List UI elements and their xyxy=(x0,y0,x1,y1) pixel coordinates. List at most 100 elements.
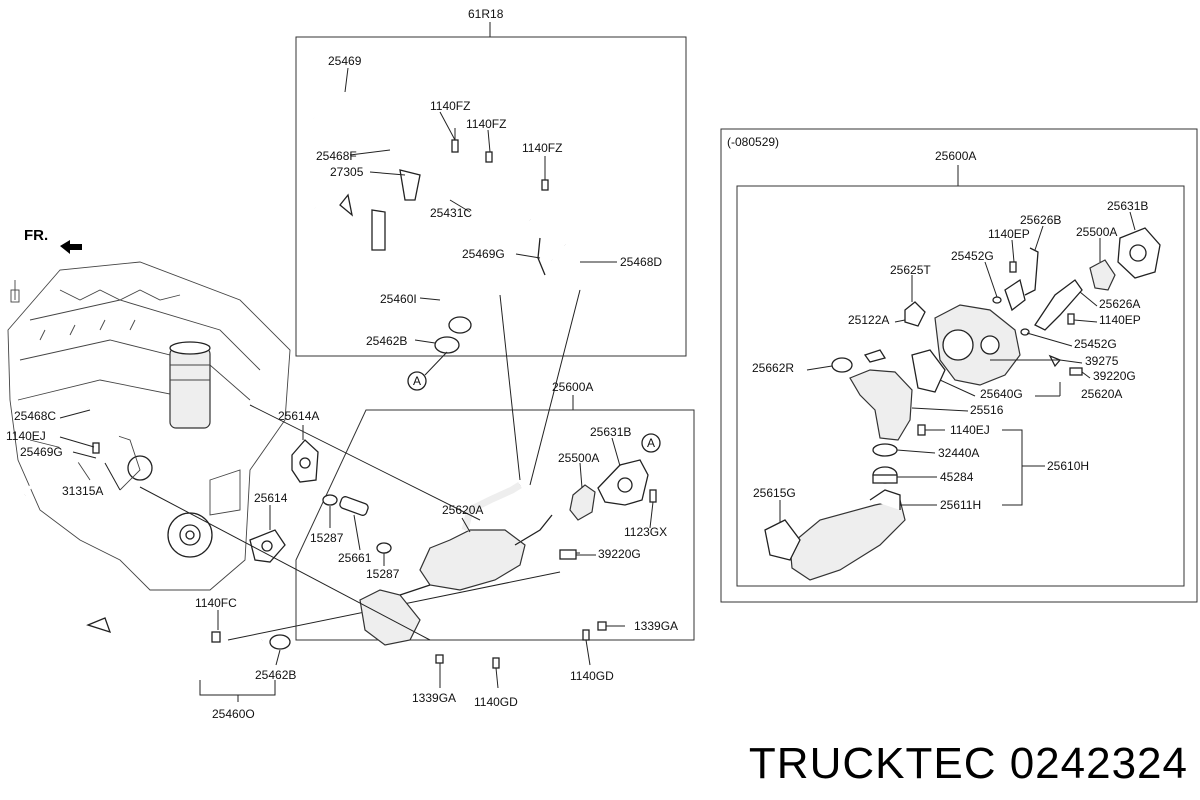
bolt-1123gx xyxy=(649,489,657,503)
thermostat-25500a-center xyxy=(569,484,596,521)
label-25631b-center: 25631B xyxy=(590,425,631,439)
label-1140fz-a: 1140FZ xyxy=(430,99,470,113)
sensor-39220g-right xyxy=(1069,367,1083,376)
label-25626a: 25626A xyxy=(1099,297,1140,311)
label-25620a-center: 25620A xyxy=(442,503,483,517)
label-25661: 25661 xyxy=(338,551,372,565)
label-25626b: 25626B xyxy=(1020,213,1061,227)
label-25462b-top: 25462B xyxy=(366,334,407,348)
label-1339ga-bottom: 1339GA xyxy=(412,691,456,705)
bolt-1140gd-bot xyxy=(492,657,500,669)
front-marker-label: FR. xyxy=(24,227,48,244)
label-25431c: 25431C xyxy=(430,206,472,220)
label-25468c: 25468C xyxy=(14,409,56,423)
bolt-1339ga-bot xyxy=(435,654,444,664)
label-25469: 25469 xyxy=(328,54,362,68)
label-25122a: 25122A xyxy=(848,313,889,327)
bolt-1140ep-a xyxy=(1009,261,1017,273)
bolt-1140ej-left xyxy=(92,442,100,454)
right-assembly-frame xyxy=(736,185,1185,587)
bolt-1140ep-b xyxy=(1067,313,1075,325)
oring-15287-a xyxy=(322,494,338,506)
gasket-25614 xyxy=(249,505,286,563)
right-variant-group: (-080529) 25600A xyxy=(720,128,1198,603)
label-39220g-center: 39220G xyxy=(598,547,641,561)
label-15287-b: 15287 xyxy=(366,567,400,581)
center-assembly-frame xyxy=(295,409,695,641)
label-25460o: 25460O xyxy=(212,707,255,721)
center-assembly-title: 25600A xyxy=(552,380,593,394)
oring-32440a xyxy=(872,443,898,457)
label-31315a: 31315A xyxy=(62,484,103,498)
label-25610h: 25610H xyxy=(1047,459,1089,473)
label-1140ej-right: 1140EJ xyxy=(950,423,990,437)
label-25615g: 25615G xyxy=(753,486,796,500)
top-group-frame xyxy=(295,36,687,357)
label-39275: 39275 xyxy=(1085,354,1119,368)
pipe-25626a xyxy=(1034,279,1083,331)
label-25469g-left: 25469G xyxy=(20,445,63,459)
top-pipe-group: 61R18 A xyxy=(295,7,687,391)
bolt-1140gd-right xyxy=(582,629,590,641)
label-25460i: 25460I xyxy=(380,292,417,306)
right-variant-frame xyxy=(720,128,1198,603)
label-25631b-right: 25631B xyxy=(1107,199,1148,213)
engine-block-illustration xyxy=(7,261,291,591)
housing-25620a-right xyxy=(934,304,1021,386)
oring-25452g-a xyxy=(992,296,1002,304)
label-45284: 45284 xyxy=(940,470,974,484)
label-25640g: 25640G xyxy=(980,387,1023,401)
front-marker: FR. xyxy=(24,227,82,254)
callout-a-top xyxy=(407,371,427,391)
brand-part-number: TRUCKTEC 0242324 xyxy=(749,739,1188,788)
label-32440a: 32440A xyxy=(938,446,979,460)
callout-a-center xyxy=(641,433,661,453)
gasket-25615g xyxy=(764,519,801,561)
oring-25462b-bot xyxy=(269,634,291,650)
callout-a-center-label: A xyxy=(647,436,655,450)
label-1339ga-right: 1339GA xyxy=(634,619,678,633)
label-1140ej-left: 1140EJ xyxy=(6,429,46,443)
gasket-25625t xyxy=(904,301,926,327)
oring-15287-b xyxy=(376,542,392,554)
left-hoses xyxy=(23,406,121,496)
oil-filter xyxy=(169,347,211,429)
oring-25462b-top xyxy=(434,336,460,354)
gasket-25640g xyxy=(911,349,946,393)
fitting-25661 xyxy=(339,496,369,516)
label-1140gd-bottom: 1140GD xyxy=(474,695,518,709)
bracket-25626b xyxy=(1004,278,1026,312)
label-25614a: 25614A xyxy=(278,409,319,423)
label-25469g-top: 25469G xyxy=(462,247,505,261)
label-1140fz-b: 1140FZ xyxy=(466,117,506,131)
center-assembly: 25600A xyxy=(139,289,695,689)
label-25468d: 25468D xyxy=(620,255,662,269)
label-27305: 27305 xyxy=(330,165,364,179)
pipe-25611h xyxy=(789,499,906,581)
pipe-25460o-group xyxy=(45,571,561,702)
front-arrow-icon xyxy=(60,240,82,254)
label-15287-a: 15287 xyxy=(310,531,344,545)
label-1123gx: 1123GX xyxy=(624,525,667,539)
label-1140ep-b: 1140EP xyxy=(1099,313,1141,327)
label-25614: 25614 xyxy=(254,491,288,505)
label-1140fz-c: 1140FZ xyxy=(522,141,562,155)
right-variant-title: (-080529) xyxy=(727,135,779,149)
label-25500a-center: 25500A xyxy=(558,451,599,465)
bolt-1140fz-c xyxy=(541,179,549,191)
bolt-1339ga-right xyxy=(597,621,607,631)
outlet-25516 xyxy=(849,369,913,441)
label-1140gd-right: 1140GD xyxy=(570,669,614,683)
label-25662r: 25662R xyxy=(752,361,794,375)
bolt-1140ej-right xyxy=(917,424,926,436)
oring-25662r xyxy=(831,357,853,373)
label-25452g-b: 25452G xyxy=(1074,337,1117,351)
label-25452g-a: 25452G xyxy=(951,249,994,263)
label-1140ep-a: 1140EP xyxy=(988,227,1030,241)
right-assembly-title: 25600A xyxy=(935,149,976,163)
clip-39275 xyxy=(1048,354,1062,368)
sensor-39220g-center xyxy=(559,549,577,560)
pipe-end-25460i xyxy=(448,316,472,334)
thermostat-25500a-right xyxy=(1089,259,1116,291)
